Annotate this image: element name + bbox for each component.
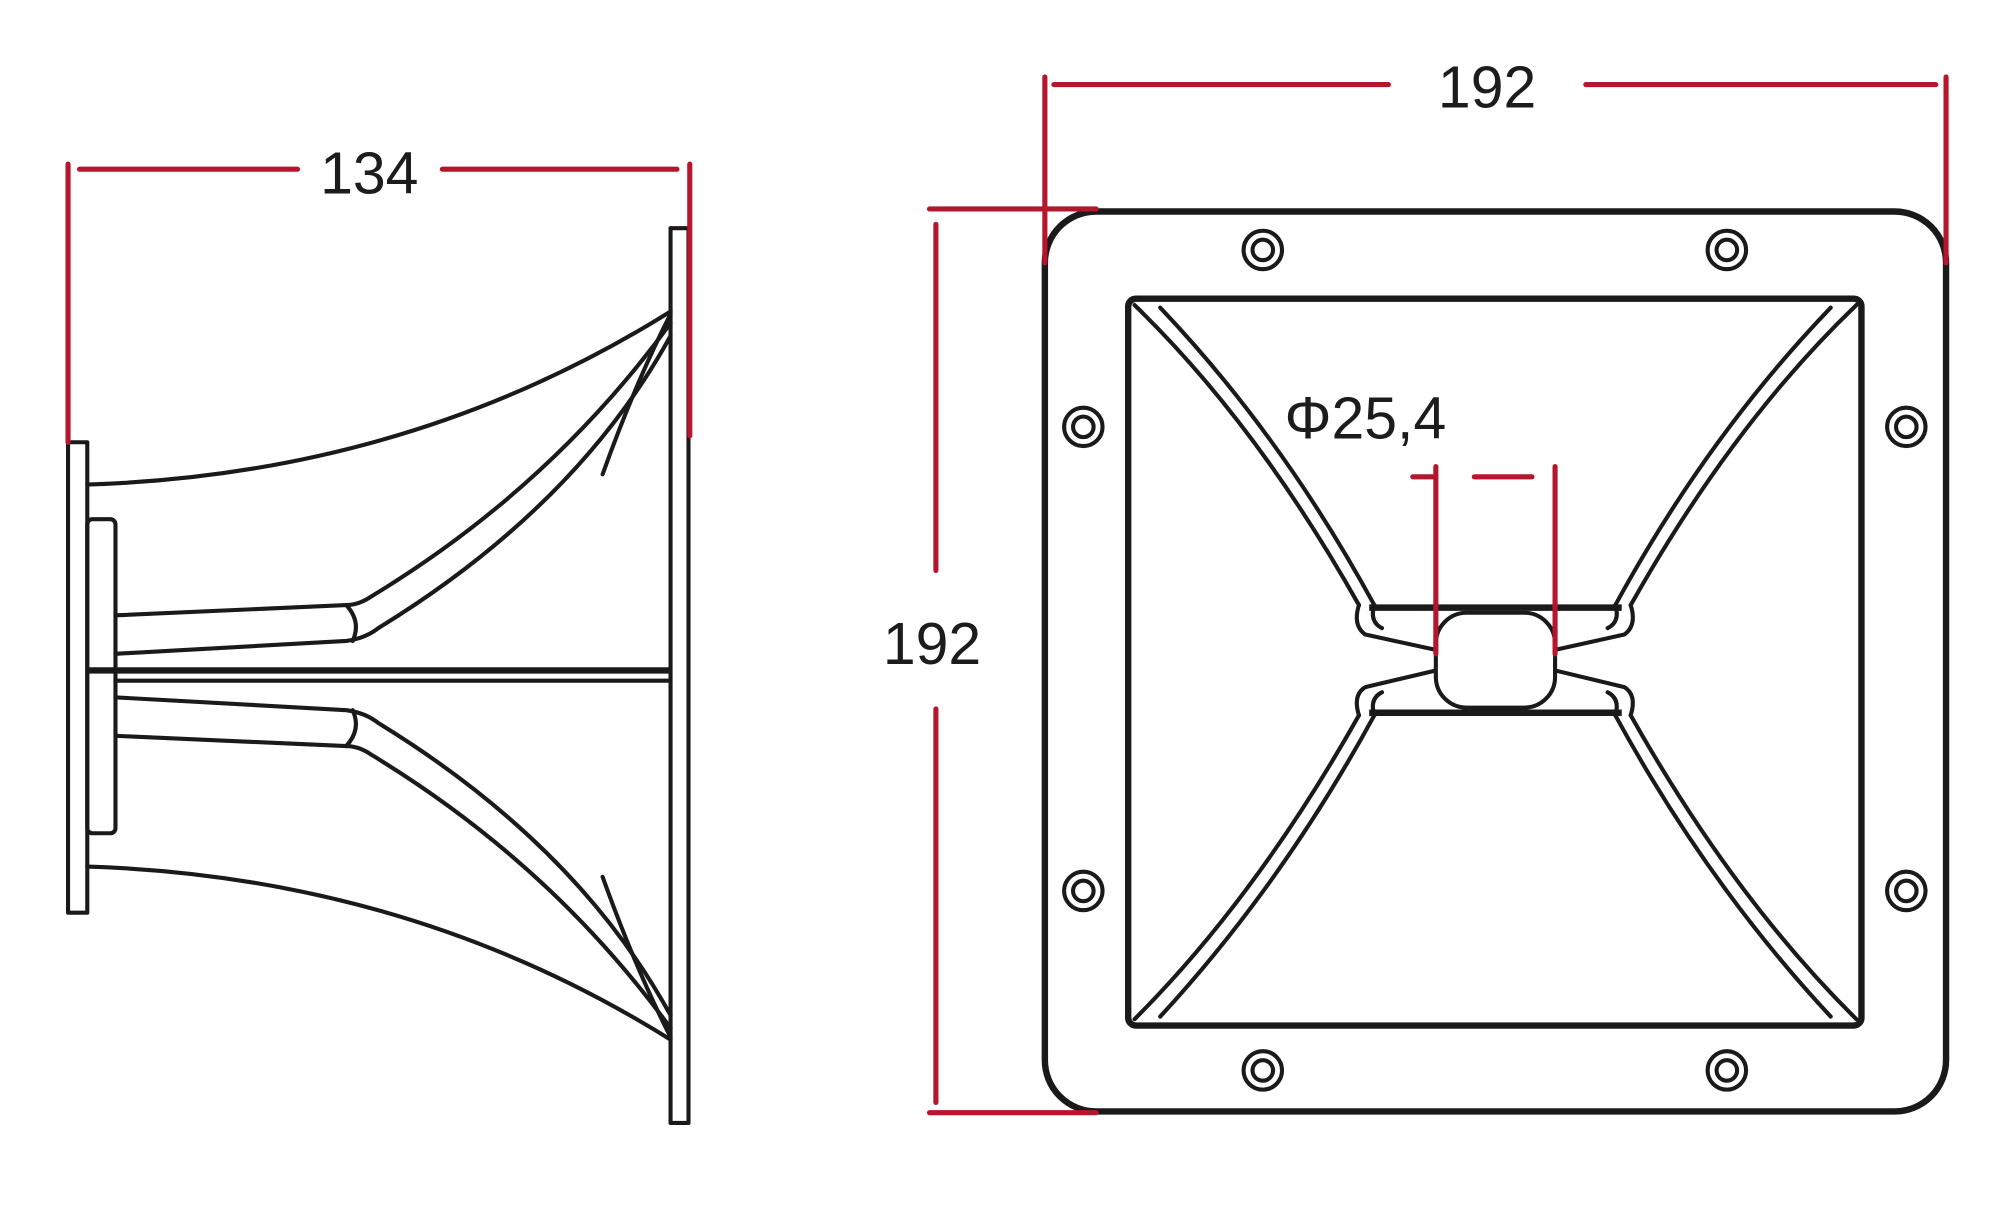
front-view xyxy=(1041,208,1950,1115)
upper-outer-wall xyxy=(85,309,673,487)
screw-hole-icon xyxy=(1885,869,1928,913)
throat xyxy=(1433,610,1558,710)
screw-hole-icon xyxy=(1705,228,1749,272)
upper-inner-wall xyxy=(113,320,673,618)
height-dimension: 192 xyxy=(883,206,1099,1116)
screw-hole-icon xyxy=(1062,869,1105,913)
driver-mount xyxy=(85,517,118,836)
mouth-flange xyxy=(668,226,691,1126)
outer-flange xyxy=(1041,208,1950,1115)
lower-inner-wall xyxy=(113,733,673,1031)
lower-outer-wall xyxy=(85,864,673,1042)
width-label: 192 xyxy=(1438,56,1536,121)
throat-dimension: Φ25,4 xyxy=(1284,386,1558,657)
mouth-opening xyxy=(1124,295,1865,1029)
throat-label: Φ25,4 xyxy=(1284,386,1446,451)
rear-flange xyxy=(65,440,90,915)
screw-hole-icon xyxy=(1705,1049,1749,1092)
width-dimension: 192 xyxy=(1042,56,1949,266)
depth-dimension: 134 xyxy=(65,142,693,445)
screw-hole-icon xyxy=(1885,405,1928,449)
depth-label: 134 xyxy=(320,142,418,207)
side-view xyxy=(65,226,691,1126)
screw-hole-icon xyxy=(1062,405,1105,449)
screw-hole-icon xyxy=(1241,1049,1285,1092)
mounting-holes xyxy=(1062,228,1928,1092)
screw-hole-icon xyxy=(1241,228,1285,272)
height-label: 192 xyxy=(883,612,981,677)
